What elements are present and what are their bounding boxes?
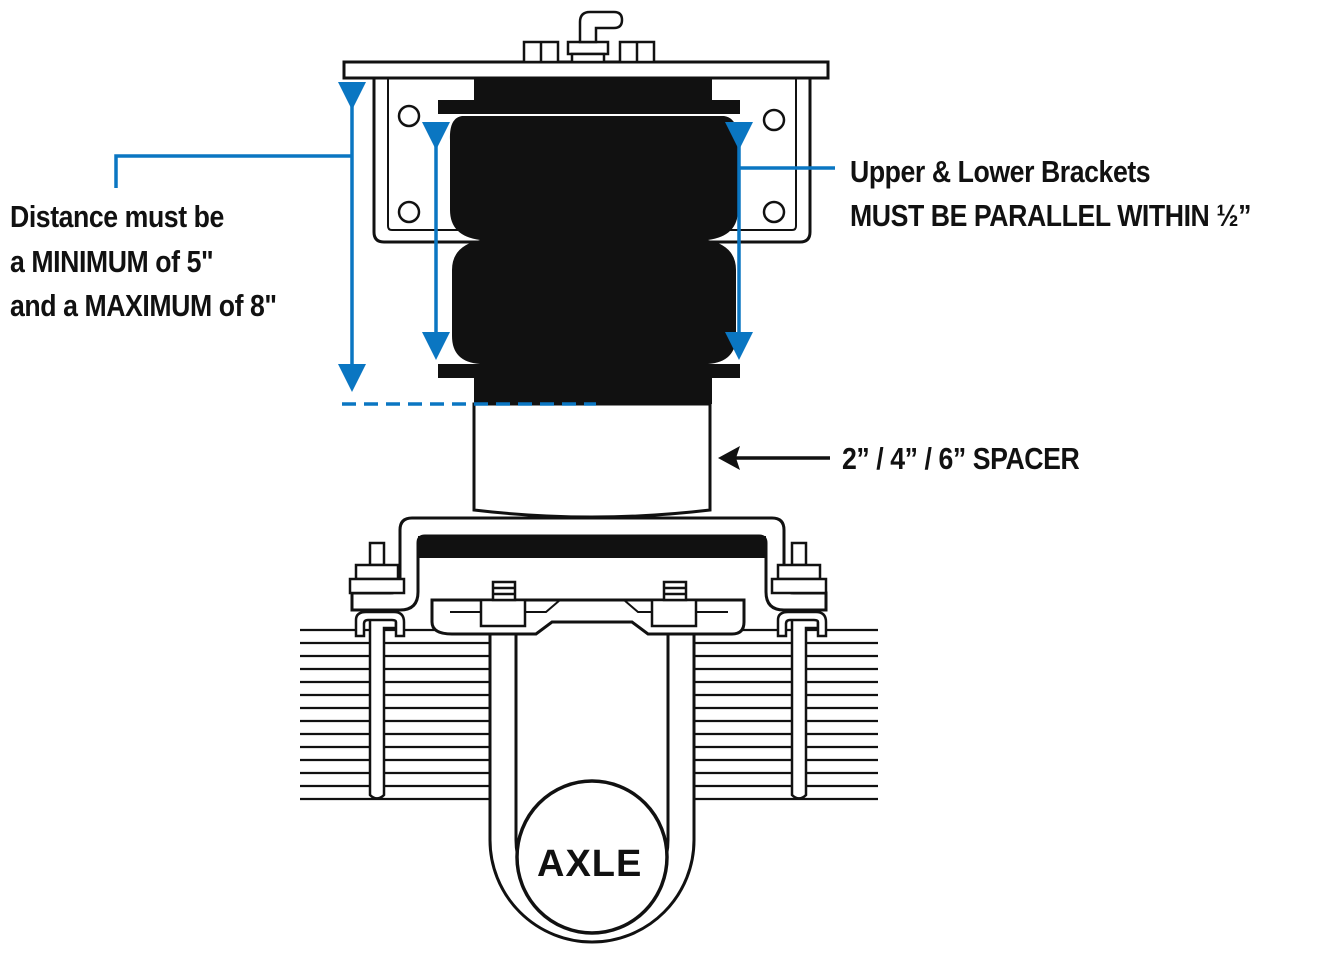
distance-dimension [114, 82, 596, 406]
u-bolt-nuts [479, 580, 698, 628]
spacer-callout: 2” / 4” / 6” SPACER [842, 441, 1080, 476]
distance-callout-line-1: Distance must be [10, 199, 224, 234]
lower-bracket [350, 516, 828, 612]
left-j-bolt [348, 541, 406, 800]
pointer-arrow-icon [718, 446, 830, 470]
top-bolts [522, 40, 656, 64]
right-j-bolt [770, 541, 828, 800]
spacer-cylinder [472, 402, 712, 519]
brackets-callout-line-1: Upper & Lower Brackets [850, 154, 1151, 189]
distance-callout-line-3: and a MAXIMUM of 8" [10, 288, 277, 323]
parallel-dimension [422, 122, 835, 360]
axle-label: AXLE [537, 843, 643, 885]
air-fitting-icon [566, 10, 624, 64]
air-spring [438, 78, 740, 404]
axle-tube [515, 779, 669, 935]
brackets-callout-line-2: MUST BE PARALLEL WITHIN ½” [850, 198, 1252, 233]
distance-callout-line-2: a MINIMUM of 5" [10, 244, 214, 279]
